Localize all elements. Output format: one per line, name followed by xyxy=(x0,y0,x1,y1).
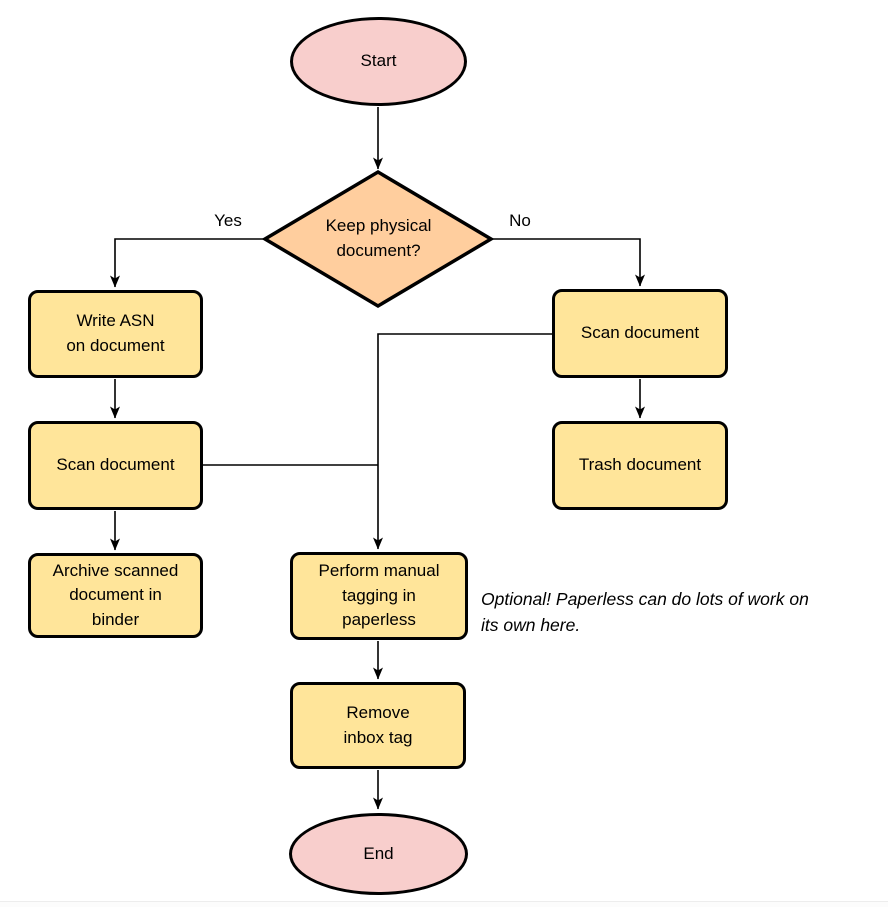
edge-decision-yes-to-write-asn xyxy=(110,238,265,288)
node-scan-document-right-label: Scan document xyxy=(580,323,700,343)
node-write-asn: Write ASN on document xyxy=(28,290,203,378)
node-trash-document-label: Trash document xyxy=(578,455,702,475)
node-start: Start xyxy=(290,17,467,106)
edge-scan-right-to-tagging xyxy=(373,333,552,550)
node-start-label: Start xyxy=(360,51,397,71)
node-trash-document: Trash document xyxy=(552,421,728,510)
node-end: End xyxy=(289,813,468,895)
edge-label-no: No xyxy=(509,211,531,230)
node-write-asn-label: Write ASN on document xyxy=(66,311,165,355)
node-scan-document-right: Scan document xyxy=(552,289,728,378)
page-bottom-edge xyxy=(0,901,888,907)
note-optional: Optional! Paperless can do lots of work … xyxy=(481,589,809,635)
node-perform-tagging: Perform manual tagging in paperless xyxy=(290,552,468,640)
node-decision-label: Keep physical document? xyxy=(325,215,432,260)
node-scan-document-left: Scan document xyxy=(28,421,203,510)
edge-decision-no-to-scan xyxy=(491,238,645,287)
node-remove-inbox-tag: Remove inbox tag xyxy=(290,682,466,769)
node-perform-tagging-label: Perform manual tagging in paperless xyxy=(318,561,440,630)
node-archive-binder: Archive scanned document in binder xyxy=(28,553,203,638)
node-end-label: End xyxy=(363,843,394,863)
decision-shape xyxy=(261,169,495,309)
node-archive-binder-label: Archive scanned document in binder xyxy=(52,560,179,629)
node-remove-inbox-tag-label: Remove inbox tag xyxy=(343,702,413,747)
node-scan-document-left-label: Scan document xyxy=(56,455,175,475)
edge-label-yes: Yes xyxy=(214,211,242,230)
